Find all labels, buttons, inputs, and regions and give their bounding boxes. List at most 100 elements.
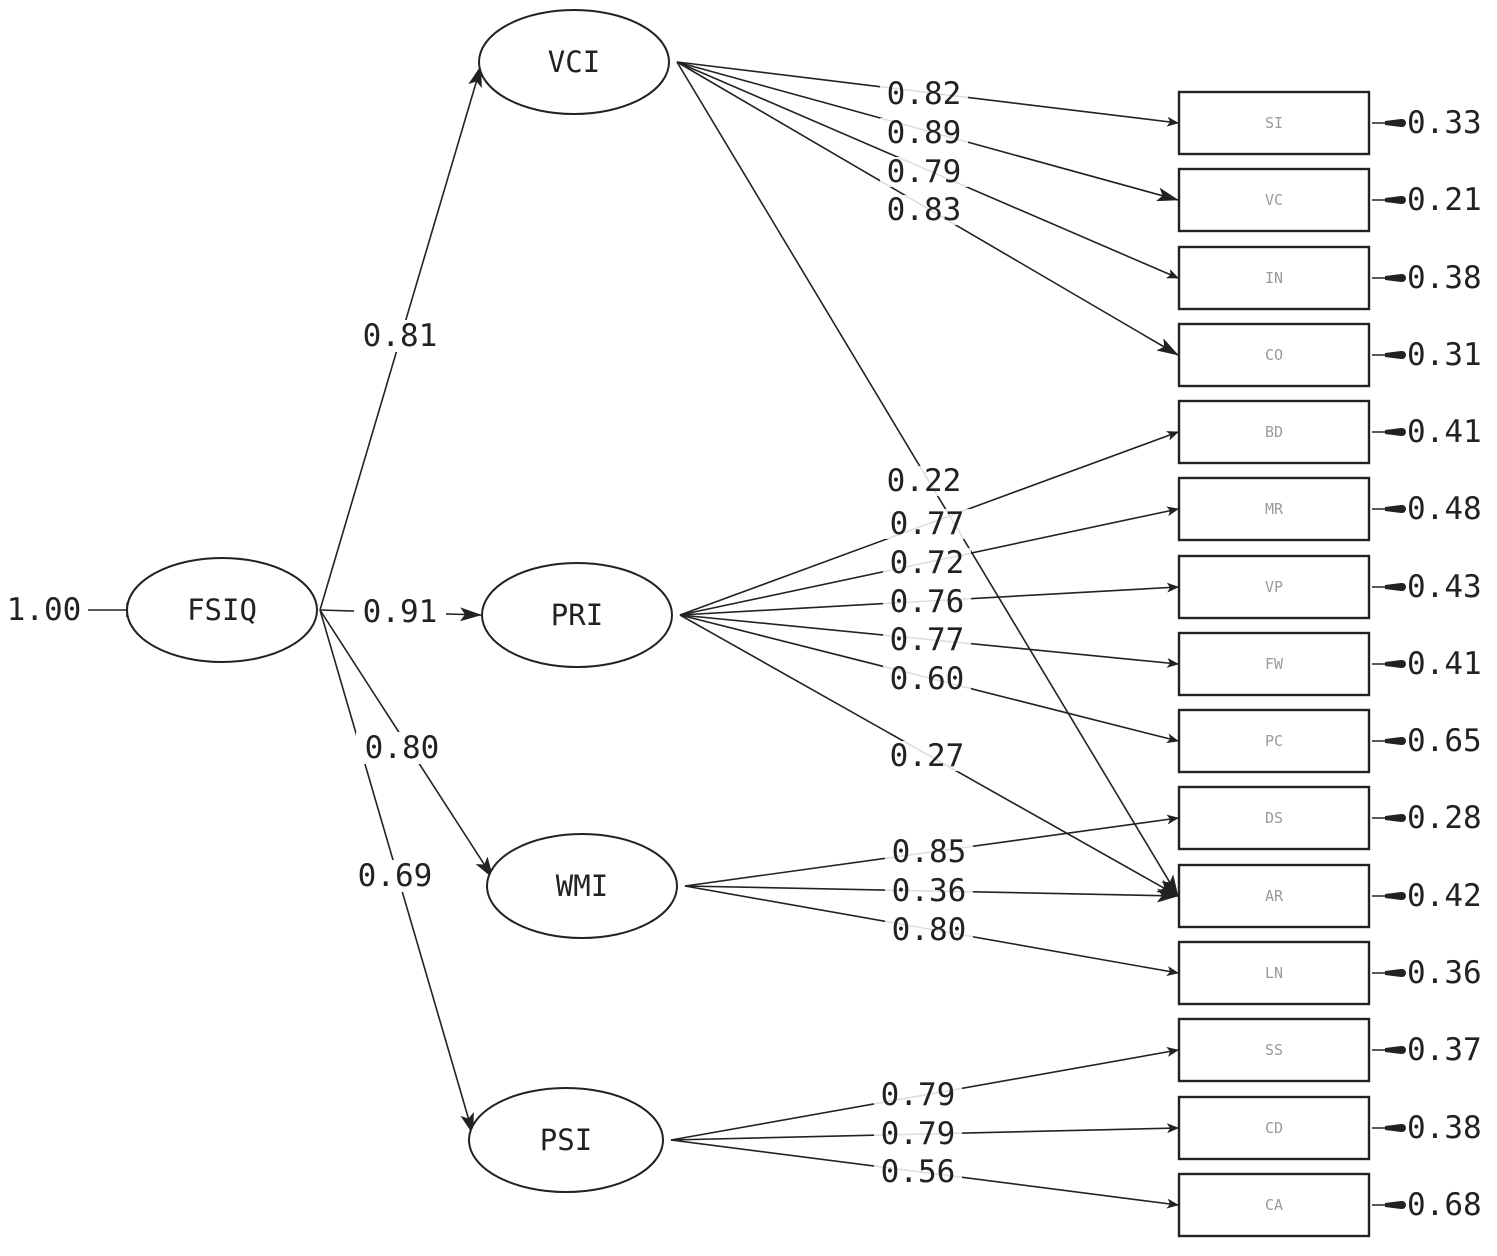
indicator-box-cd	[1177, 1095, 1371, 1161]
label-bg	[880, 118, 968, 148]
indicator-box-ca	[1177, 1172, 1371, 1238]
variance-fsiq: 1.00	[7, 592, 82, 628]
loading-pri-fw: 0.77	[890, 622, 965, 658]
label-bg	[885, 876, 973, 906]
latent-node-psi	[468, 1087, 664, 1193]
label-bg	[885, 915, 973, 945]
label-bg	[349, 860, 441, 892]
error-arrowhead-pc	[1385, 737, 1401, 745]
error-dot-in	[1398, 274, 1406, 282]
indicator-box-si	[1177, 90, 1371, 156]
indicator-box-vc	[1177, 167, 1371, 233]
error-variance-ar: 0.42	[1407, 878, 1482, 914]
indicator-box-bd	[1177, 399, 1371, 465]
loading-psi-ss: 0.79	[881, 1077, 956, 1113]
indicator-label-cd: CD	[1265, 1119, 1283, 1137]
error-arrowhead-ss	[1385, 1046, 1401, 1054]
label-bg	[883, 741, 971, 771]
error-arrowhead-in	[1385, 274, 1401, 282]
indicator-label-co: CO	[1265, 346, 1283, 364]
error-arrowhead-cd	[1385, 1124, 1401, 1132]
error-variance-mr: 0.48	[1407, 491, 1482, 527]
error-arrowhead-vp	[1385, 583, 1401, 591]
latent-label-pri: PRI	[551, 598, 603, 632]
error-variance-si: 0.33	[1407, 105, 1482, 141]
error-arrowhead-ar	[1385, 892, 1401, 900]
label-bg	[883, 548, 971, 578]
indicator-label-pc: PC	[1265, 732, 1283, 750]
loading-wmi-ds: 0.85	[892, 834, 967, 870]
latent-label-fsiq: FSIQ	[187, 593, 257, 627]
error-arrowhead-ds	[1385, 814, 1401, 822]
indicator-label-vp: VP	[1265, 578, 1283, 596]
error-dot-ss	[1398, 1046, 1406, 1054]
loading-pri-bd: 0.77	[890, 506, 965, 542]
error-dot-vc	[1398, 196, 1406, 204]
label-bg	[880, 79, 968, 109]
indicator-label-ds: DS	[1265, 809, 1283, 827]
indicator-box-ds	[1177, 785, 1371, 851]
error-dot-ca	[1398, 1201, 1406, 1209]
indicator-label-in: IN	[1265, 269, 1283, 287]
label-bg	[874, 1080, 962, 1110]
latent-label-psi: PSI	[540, 1123, 592, 1157]
loading-pri-pc: 0.60	[890, 661, 965, 697]
error-variance-co: 0.31	[1407, 337, 1482, 373]
error-dot-fw	[1398, 660, 1406, 668]
indicator-label-vc: VC	[1265, 191, 1283, 209]
latent-node-fsiq	[126, 557, 318, 663]
loading-psi-cd: 0.79	[881, 1116, 956, 1152]
loading-vci-vc: 0.89	[887, 115, 962, 151]
indicator-box-ss	[1177, 1017, 1371, 1083]
error-dot-mr	[1398, 505, 1406, 513]
error-variance-bd: 0.41	[1407, 414, 1482, 450]
error-variance-pc: 0.65	[1407, 723, 1482, 759]
loading-pri-mr: 0.72	[890, 545, 965, 581]
indicator-box-vp	[1177, 554, 1371, 620]
loading-fsiq-wmi: 0.80	[365, 730, 440, 766]
latent-label-wmi: WMI	[556, 869, 608, 903]
error-dot-co	[1398, 351, 1406, 359]
error-dot-ds	[1398, 814, 1406, 822]
label-bg	[885, 837, 973, 867]
indicator-label-mr: MR	[1265, 500, 1284, 518]
loading-fsiq-psi: 0.69	[358, 858, 433, 894]
latent-node-wmi	[486, 833, 678, 939]
indicator-box-mr	[1177, 476, 1371, 542]
loading-wmi-ar: 0.36	[892, 873, 967, 909]
error-arrowhead-mr	[1385, 505, 1401, 513]
loading-pri-ar: 0.27	[890, 738, 965, 774]
label-bg	[883, 509, 971, 539]
loading-vci-co: 0.83	[887, 192, 962, 228]
label-bg	[883, 664, 971, 694]
error-variance-ln: 0.36	[1407, 955, 1482, 991]
latent-label-vci: VCI	[548, 45, 600, 79]
indicator-label-ar: AR	[1265, 887, 1284, 905]
label-bg	[356, 732, 448, 764]
indicator-label-fw: FW	[1265, 655, 1284, 673]
loading-vci-ar: 0.22	[887, 463, 962, 499]
error-variance-fw: 0.41	[1407, 646, 1482, 682]
error-dot-ln	[1398, 969, 1406, 977]
indicator-box-pc	[1177, 708, 1371, 774]
indicator-box-co	[1177, 322, 1371, 388]
loading-fsiq-vci: 0.81	[363, 318, 438, 354]
error-dot-cd	[1398, 1124, 1406, 1132]
loading-vci-in: 0.79	[887, 154, 962, 190]
error-variance-ds: 0.28	[1407, 800, 1482, 836]
latent-node-pri	[481, 562, 673, 668]
error-variance-in: 0.38	[1407, 260, 1482, 296]
label-bg	[874, 1157, 962, 1187]
indicator-label-ln: LN	[1265, 964, 1283, 982]
error-dot-pc	[1398, 737, 1406, 745]
label-bg	[880, 466, 968, 496]
error-arrowhead-bd	[1385, 428, 1401, 436]
latent-node-vci	[478, 9, 670, 115]
error-arrowhead-fw	[1385, 660, 1401, 668]
indicator-label-ss: SS	[1265, 1041, 1283, 1059]
error-variance-vc: 0.21	[1407, 182, 1482, 218]
label-bg	[883, 625, 971, 655]
label-bg	[880, 195, 968, 225]
labels-layer: 0.810.910.800.690.820.890.790.830.220.77…	[7, 76, 1482, 1223]
